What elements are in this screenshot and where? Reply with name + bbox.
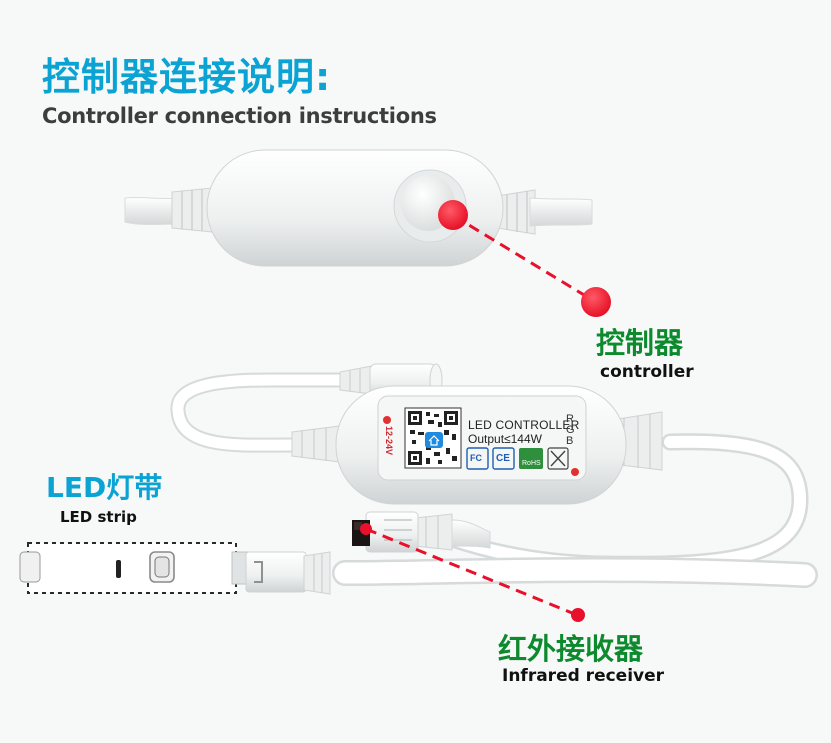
inline-switch-controller <box>124 149 593 267</box>
device-label-line2: Output≤144W <box>468 432 542 446</box>
cables <box>170 372 818 588</box>
ir-pointer <box>360 523 585 622</box>
page-title-en: Controller connection instructions <box>42 104 437 128</box>
ir-receiver-label-cn: 红外接收器 <box>498 632 644 666</box>
led-strip-label-en: LED strip <box>60 508 137 526</box>
controller-label-cn: 控制器 <box>596 326 684 360</box>
controller-label-en: controller <box>600 362 694 382</box>
device-rgb-label: R G B <box>566 413 575 447</box>
ce-logo: CE <box>496 453 510 464</box>
led-controller-box <box>291 385 663 505</box>
ir-receiver <box>352 511 491 553</box>
rohs-logo: RoHS <box>522 460 541 467</box>
device-label-line1: LED CONTROLLER <box>468 418 580 432</box>
led-strip-label-cn: LED灯带 <box>46 471 163 504</box>
fc-logo: FC <box>470 453 482 463</box>
led-strip <box>19 542 331 595</box>
device-voltage-label: 12-24V <box>384 426 394 456</box>
controller-pointer <box>438 200 611 317</box>
ir-receiver-label-en: Infrared receiver <box>502 666 665 686</box>
page-title-cn: 控制器连接说明: <box>42 55 332 99</box>
